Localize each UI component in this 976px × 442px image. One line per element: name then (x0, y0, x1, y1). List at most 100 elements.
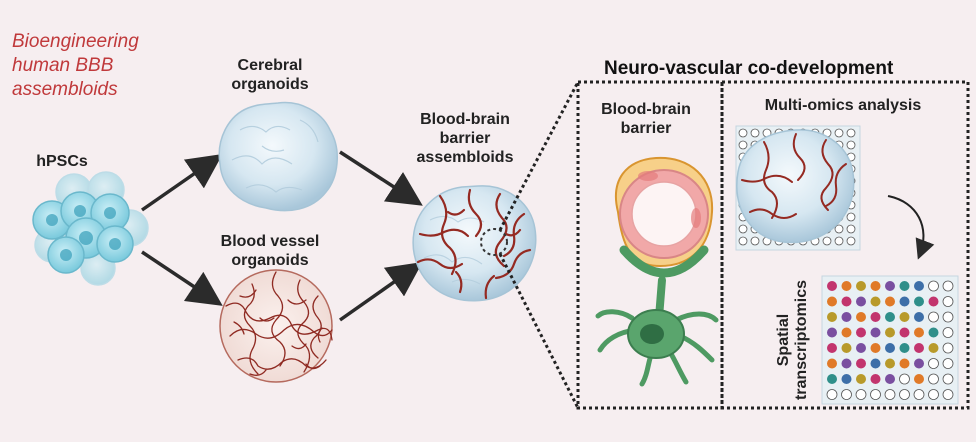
label-blood-vessel-organoids: Blood vessel organoids (200, 232, 340, 270)
spatial-spot (827, 358, 837, 369)
spatial-spot (914, 312, 924, 322)
spatial-spot (827, 296, 837, 307)
spatial-spot (942, 280, 954, 292)
spatial-spot (856, 358, 866, 369)
label-bbb-line-3: assembloids (416, 149, 514, 166)
spatial-spot (914, 327, 924, 338)
spatial-spot (914, 358, 924, 369)
bbb-cross-section (595, 156, 719, 387)
spatial-spot (827, 312, 837, 322)
spatial-spot (885, 343, 895, 353)
spatial-spot (841, 358, 852, 369)
grid-spot (750, 236, 760, 246)
spatial-spot (928, 311, 939, 323)
spatial-spot (928, 343, 939, 353)
grid-spot (822, 236, 832, 246)
spatial-spot (856, 374, 866, 384)
label-vessel-line-2: organoids (231, 252, 309, 269)
title-line-2: human BBB (12, 55, 114, 76)
spatial-spot (870, 389, 881, 400)
grid-spot (846, 224, 856, 234)
label-bbb-line-1: Blood-brain (420, 111, 510, 128)
grid-spot (738, 128, 748, 138)
omics-organoid-grid (735, 125, 861, 251)
spatial-spot (899, 343, 910, 353)
spatial-spot (942, 327, 954, 338)
spatial-spot (827, 327, 837, 338)
spatial-spot (942, 342, 954, 354)
label-bbb-assembloids: Blood-brain barrier assembloids (400, 110, 530, 167)
arrow-cerebral-to-bbb (339, 150, 423, 206)
spatial-spot (885, 281, 895, 291)
zoom-line-bottom (498, 253, 580, 409)
grid-spot (846, 140, 856, 150)
spatial-spot (841, 296, 852, 307)
spatial-label-1: Spatial (775, 314, 792, 366)
label-vessel-line-1: Blood vessel (220, 233, 320, 250)
spatial-spot (856, 281, 866, 291)
spatial-spot (899, 389, 910, 400)
spatial-spot (870, 358, 881, 369)
label-cerebral-line-1: Cerebral (237, 57, 303, 74)
spatial-spot (928, 327, 939, 338)
spatial-spot (899, 296, 910, 307)
spatial-spot (841, 327, 852, 338)
grid-spot (834, 236, 844, 246)
hpsc-cluster (32, 171, 149, 286)
spatial-spot (899, 312, 910, 322)
label-hpscs: hPSCs (36, 153, 88, 170)
spatial-spot (885, 296, 895, 307)
spatial-spot (841, 374, 852, 384)
spatial-spot (827, 281, 837, 291)
spatial-spot (928, 373, 939, 385)
grid-spot (846, 128, 856, 138)
spatial-spot (884, 389, 896, 400)
spatial-spot (928, 358, 939, 369)
spatial-spot (942, 358, 954, 369)
spatial-spot (942, 296, 954, 307)
spatial-spot (928, 389, 939, 400)
spatial-spot (856, 296, 866, 307)
spatial-label-2: transcriptomics (793, 280, 810, 400)
spatial-spot (928, 280, 939, 292)
spatial-spot (870, 343, 881, 353)
spatial-spot (870, 374, 881, 384)
panel-title: Neuro-vascular co-development (604, 58, 894, 79)
spatial-spot (914, 281, 924, 291)
spatial-spot (826, 389, 838, 400)
arrow-vessel-to-bbb (338, 261, 423, 322)
spatial-spot (885, 358, 895, 369)
title-line-1: Bioengineering (12, 31, 139, 52)
neuron-nucleus (640, 324, 664, 344)
spatial-spot (899, 281, 910, 291)
spatial-spot (870, 312, 881, 322)
spatial-spot (841, 343, 852, 353)
spatial-spot (841, 281, 852, 291)
figure-title: Bioengineering human BBB assembloids (12, 30, 139, 102)
spatial-spot (856, 343, 866, 353)
grid-spot (846, 236, 856, 246)
blood-vessel-organoid (219, 269, 333, 383)
arrow-to-cerebral (141, 154, 223, 212)
label-cerebral-line-2: organoids (231, 76, 309, 93)
spatial-spot (913, 389, 925, 400)
spatial-spot (856, 327, 866, 338)
vessel-lumen (631, 181, 697, 247)
spatial-spot (870, 296, 881, 307)
zoom-line-top (498, 81, 580, 231)
panel-bbb-line-1: Blood-brain (601, 101, 691, 118)
bbb-assembloid (412, 185, 537, 302)
spatial-spot (870, 327, 881, 338)
spatial-spot (841, 389, 852, 400)
arrow-to-vessel (141, 250, 223, 306)
spatial-spot (928, 296, 939, 307)
panel-bbb-line-2: barrier (620, 120, 672, 137)
cerebral-organoid (218, 101, 338, 212)
spatial-spot (841, 312, 852, 322)
spatial-spot (942, 311, 954, 323)
grid-spot (834, 224, 844, 234)
spatial-spot (914, 296, 924, 307)
grid-spot (738, 140, 748, 150)
spatial-spot (885, 374, 895, 384)
grid-spot (834, 128, 844, 138)
